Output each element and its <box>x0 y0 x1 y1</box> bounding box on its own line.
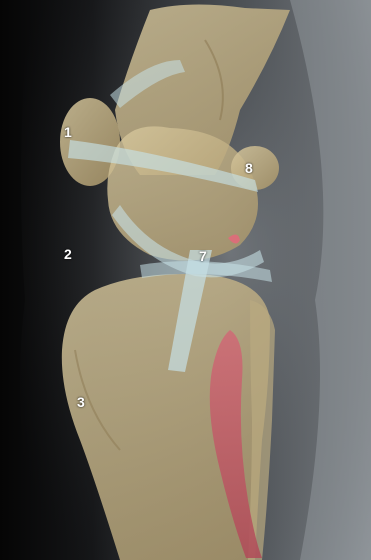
callout-label-3: 3 <box>77 394 85 410</box>
callout-label-1: 1 <box>64 124 72 140</box>
callout-label-8: 8 <box>245 160 253 176</box>
callout-label-7: 7 <box>199 248 207 264</box>
callout-label-2: 2 <box>64 246 72 262</box>
